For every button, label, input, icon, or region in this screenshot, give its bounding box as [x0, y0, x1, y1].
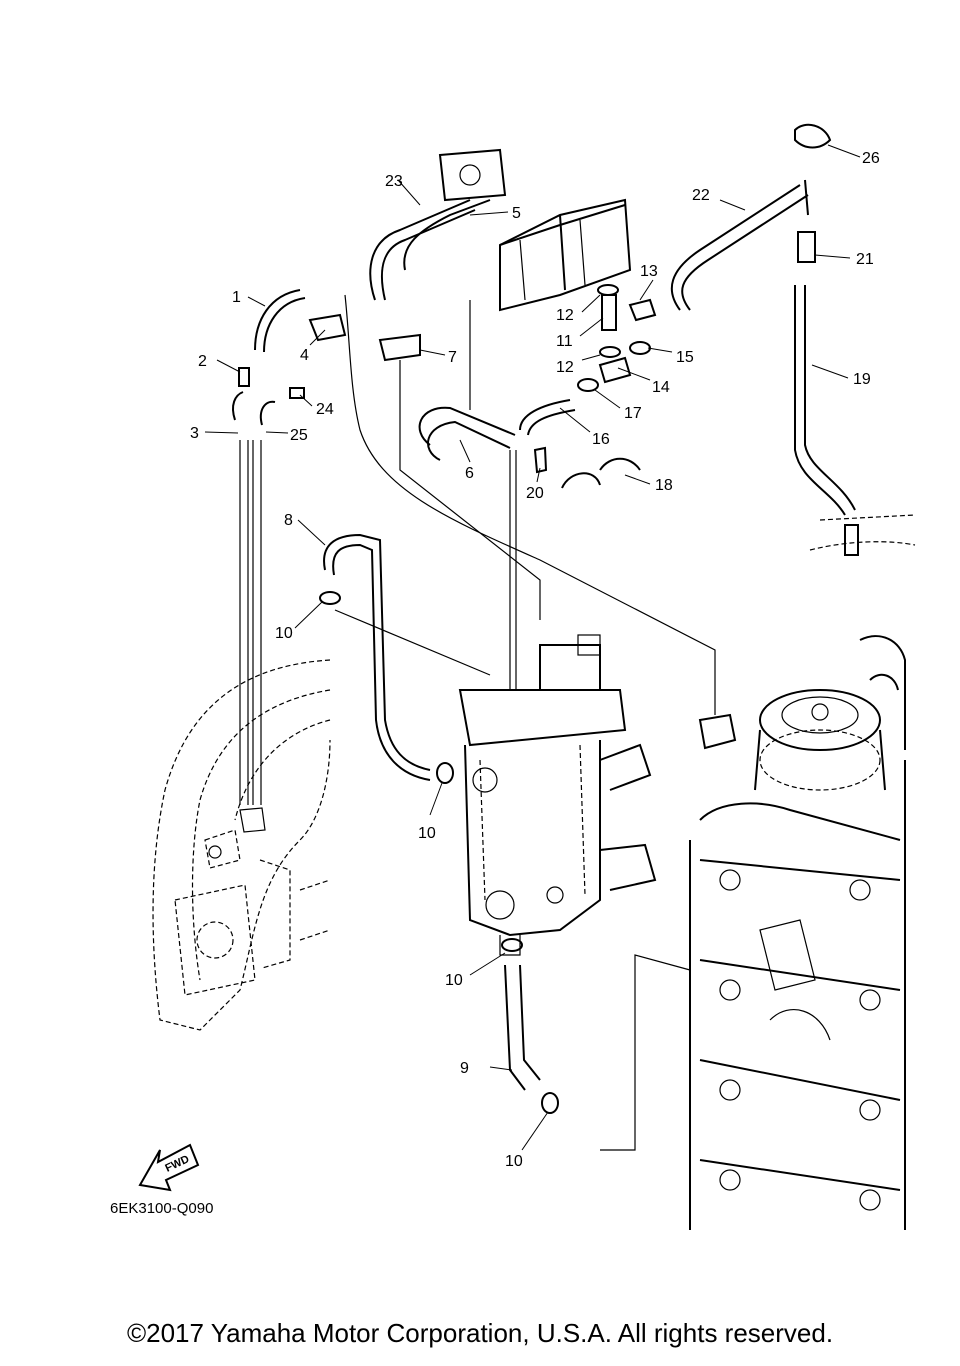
callout-17: 17 [624, 405, 642, 422]
callout-6: 6 [465, 465, 474, 482]
callout-2: 2 [198, 353, 207, 370]
drawing-code: 6EK3100-Q090 [110, 1200, 213, 1217]
callout-15: 15 [676, 349, 694, 366]
callout-18: 18 [655, 477, 673, 494]
callout-21: 21 [856, 251, 874, 268]
callout-14: 14 [652, 379, 670, 396]
callout-10d: 10 [505, 1153, 523, 1170]
callout-10b: 10 [418, 825, 436, 842]
callout-4: 4 [300, 347, 309, 364]
callout-26: 26 [862, 150, 880, 167]
callout-8: 8 [284, 512, 293, 529]
callout-13: 13 [640, 263, 658, 280]
copyright-notice: ©2017 Yamaha Motor Corporation, U.S.A. A… [126, 1318, 834, 1348]
engine-block-right [689, 514, 916, 1230]
hoses [232, 179, 856, 1151]
callout-7: 7 [448, 349, 457, 366]
callout-20: 20 [526, 485, 544, 502]
callout-25: 25 [290, 427, 308, 444]
callout-19: 19 [853, 371, 871, 388]
callout-11: 11 [556, 333, 573, 350]
callout-10a: 10 [275, 625, 293, 642]
callout-5: 5 [512, 205, 521, 222]
engine-block-left [152, 659, 331, 1031]
vapor-separator [458, 634, 657, 956]
canister [438, 148, 632, 312]
callout-16: 16 [592, 431, 610, 448]
callout-9: 9 [460, 1060, 469, 1077]
callouts: 1 2 3 4 5 6 7 8 9 10 10 10 10 11 12 12 1… [190, 150, 880, 1170]
callout-22: 22 [692, 187, 710, 204]
callout-12b: 12 [556, 359, 574, 376]
leader-lines [204, 144, 861, 1151]
fwd-arrow: FWD [138, 1143, 200, 1192]
callout-1: 1 [232, 289, 241, 306]
callout-23: 23 [385, 173, 403, 190]
callout-24: 24 [316, 401, 334, 418]
callout-3: 3 [190, 425, 199, 442]
small-parts [238, 123, 859, 1114]
callout-12a: 12 [556, 307, 574, 324]
callout-10c: 10 [445, 972, 463, 989]
